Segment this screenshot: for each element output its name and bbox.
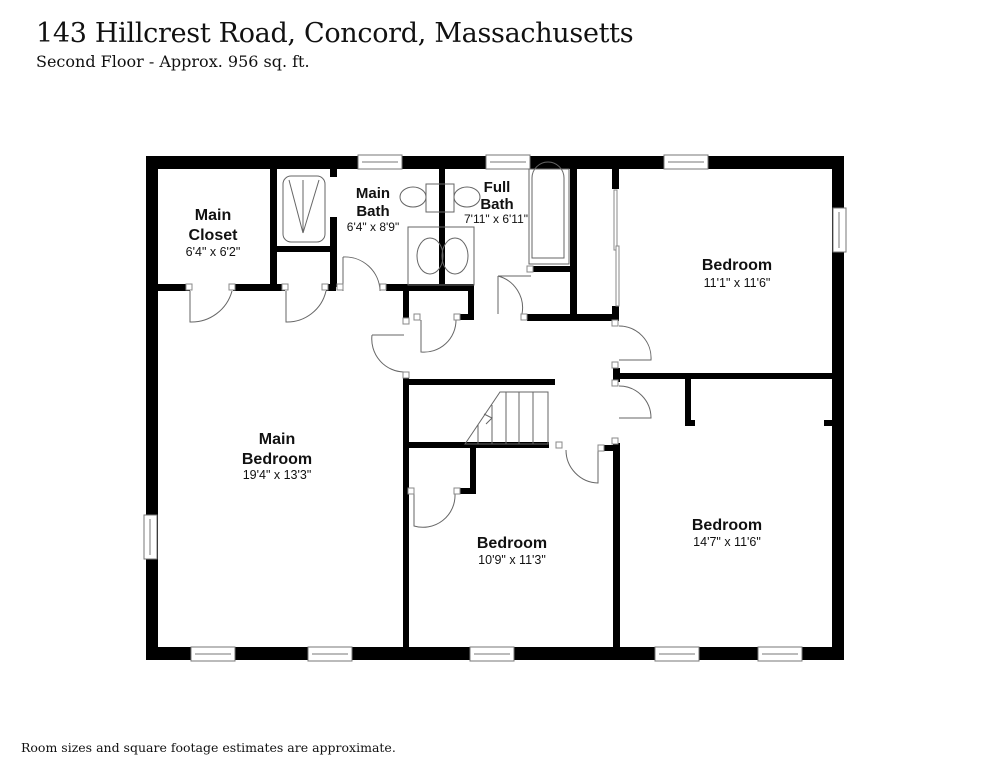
svg-text:Main: Main xyxy=(259,431,295,448)
stairs xyxy=(464,391,549,445)
svg-text:14'7" x 11'6": 14'7" x 11'6" xyxy=(693,535,761,549)
room-bedroom-3: Bedroom 14'7" x 11'6" xyxy=(692,517,762,549)
floor-subtitle: Second Floor - Approx. 956 sq. ft. xyxy=(36,52,310,71)
property-title: 143 Hillcrest Road, Concord, Massachuset… xyxy=(36,18,634,49)
svg-text:Bedroom: Bedroom xyxy=(242,451,312,468)
svg-text:Bedroom: Bedroom xyxy=(702,257,772,274)
room-full-bath: Full Bath 7'11" x 6'11" xyxy=(464,179,528,226)
svg-text:Bedroom: Bedroom xyxy=(477,535,547,552)
svg-text:6'4" x 8'9": 6'4" x 8'9" xyxy=(347,220,399,234)
room-main-bedroom: Main Bedroom 19'4" x 13'3" xyxy=(242,431,312,482)
svg-text:Main: Main xyxy=(195,207,231,224)
svg-text:Full: Full xyxy=(484,179,511,196)
room-bedroom-1: Bedroom 11'1" x 11'6" xyxy=(702,257,772,290)
svg-text:Bath: Bath xyxy=(480,196,513,213)
svg-text:Main: Main xyxy=(356,185,390,202)
room-bedroom-2: Bedroom 10'9" x 11'3" xyxy=(477,535,547,567)
svg-text:Closet: Closet xyxy=(189,227,239,244)
disclaimer: Room sizes and square footage estimates … xyxy=(21,740,396,755)
svg-text:Bedroom: Bedroom xyxy=(692,517,762,534)
svg-text:10'9" x 11'3": 10'9" x 11'3" xyxy=(478,553,546,567)
exterior-walls xyxy=(146,156,844,660)
room-main-closet: Main Closet 6'4" x 6'2" xyxy=(186,207,241,259)
doors xyxy=(189,256,652,528)
interior-walls xyxy=(158,169,832,648)
room-main-bath: Main Bath 6'4" x 8'9" xyxy=(347,185,399,234)
svg-text:6'4" x 6'2": 6'4" x 6'2" xyxy=(186,245,241,259)
svg-text:11'1" x 11'6": 11'1" x 11'6" xyxy=(704,276,771,290)
windows xyxy=(143,154,847,662)
svg-text:7'11" x 6'11": 7'11" x 6'11" xyxy=(464,212,528,226)
bath-fixtures xyxy=(282,161,570,286)
svg-text:19'4" x 13'3": 19'4" x 13'3" xyxy=(243,468,312,482)
svg-text:Bath: Bath xyxy=(356,203,389,220)
